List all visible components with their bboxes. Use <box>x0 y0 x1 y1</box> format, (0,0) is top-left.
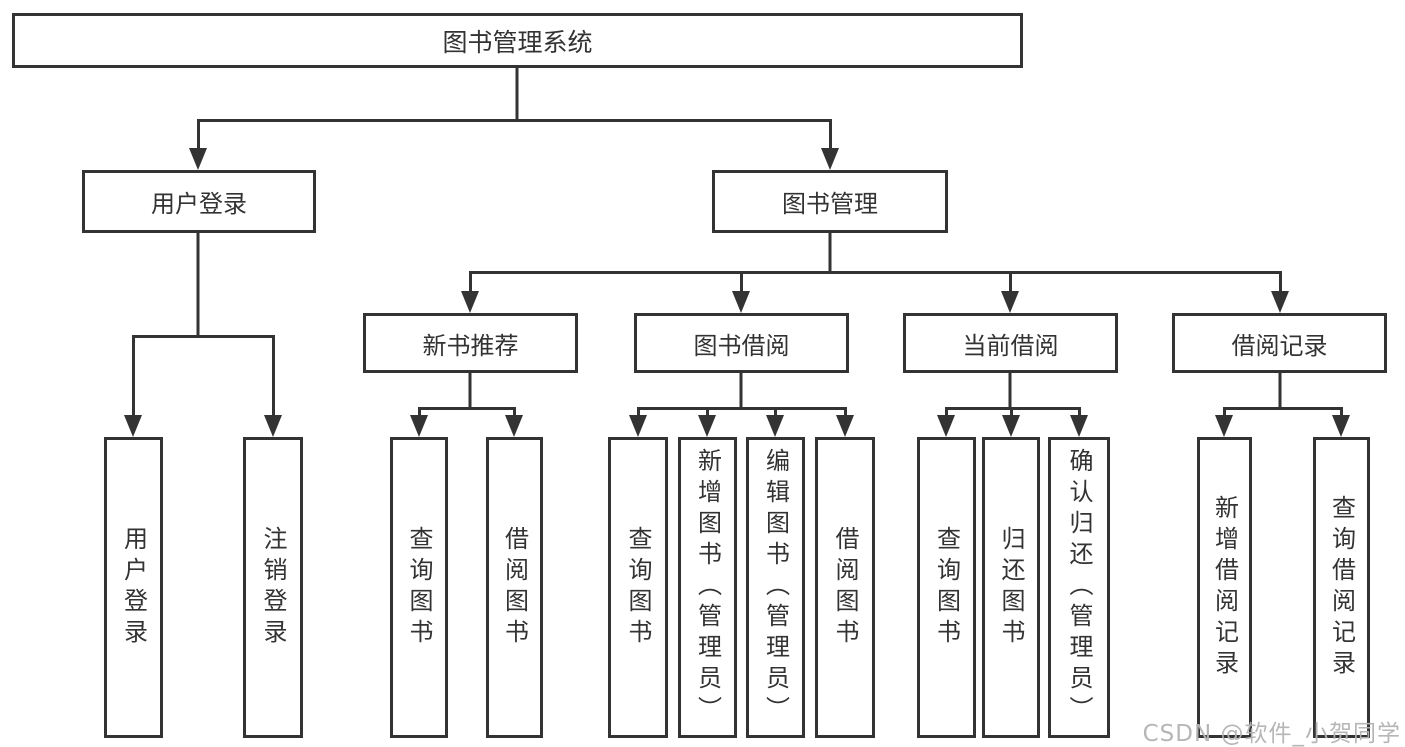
down-arrow-icon <box>732 271 750 313</box>
leaf-cb-confirm-return-admin: 确认归还（管理员） <box>1048 437 1110 738</box>
connector-vline-current-borrow <box>1008 373 1012 407</box>
down-arrow-icon <box>629 407 647 437</box>
connector-hline-borrow-records <box>1223 407 1343 410</box>
down-arrow-icon <box>1215 407 1233 437</box>
down-arrow-icon <box>461 271 479 313</box>
down-arrow-icon <box>1332 407 1350 437</box>
leaf-bb-query-books: 查询图书 <box>608 437 668 738</box>
down-arrow-icon <box>937 407 955 437</box>
connector-hline-level1 <box>197 119 832 122</box>
node-current-borrow: 当前借阅 <box>903 313 1118 373</box>
leaf-bb-borrow-books: 借阅图书 <box>815 437 875 738</box>
node-user-login: 用户登录 <box>82 170 316 233</box>
connector-vline-book-borrow <box>739 373 743 407</box>
down-arrow-icon <box>1070 407 1088 437</box>
leaf-bb-add-books-admin: 新增图书（管理员） <box>678 437 737 738</box>
connector-hline-new-book-recommend <box>418 407 516 410</box>
node-book-borrow: 图书借阅 <box>634 313 849 373</box>
connector-vline-user-login <box>196 233 200 335</box>
connector-vline-book-management <box>828 233 832 271</box>
connector-hline-current-borrow <box>945 407 1081 410</box>
leaf-logout: 注销登录 <box>243 437 303 738</box>
down-arrow-icon <box>124 335 142 437</box>
down-arrow-icon <box>836 407 854 437</box>
connector-hline-book-borrow <box>637 407 847 410</box>
node-library-system: 图书管理系统 <box>12 13 1023 68</box>
leaf-nb-query-books: 查询图书 <box>390 437 448 738</box>
node-new-book-recommend: 新书推荐 <box>363 313 578 373</box>
down-arrow-icon <box>1001 271 1019 313</box>
down-arrow-icon <box>698 407 716 437</box>
connector-vline-root <box>515 68 519 119</box>
down-arrow-icon <box>189 119 207 170</box>
down-arrow-icon <box>1002 407 1020 437</box>
node-book-management: 图书管理 <box>712 170 948 233</box>
connector-hline-user-login <box>132 335 275 338</box>
down-arrow-icon <box>1271 271 1289 313</box>
down-arrow-icon <box>766 407 784 437</box>
connector-vline-new-book-recommend <box>468 373 472 407</box>
watermark: CSDN @软件_小贺同学 <box>1142 721 1401 747</box>
node-borrow-records: 借阅记录 <box>1172 313 1387 373</box>
connector-hline-level2 <box>469 271 1282 274</box>
down-arrow-icon <box>410 407 428 437</box>
connector-vline-borrow-records <box>1278 373 1282 407</box>
leaf-bb-edit-books-admin: 编辑图书（管理员） <box>746 437 805 738</box>
leaf-cb-return-books: 归还图书 <box>982 437 1040 738</box>
leaf-br-add-record: 新增借阅记录 <box>1197 437 1252 738</box>
leaf-cb-query-books: 查询图书 <box>917 437 976 738</box>
leaf-br-query-record: 查询借阅记录 <box>1313 437 1370 738</box>
down-arrow-icon <box>821 119 839 170</box>
down-arrow-icon <box>505 407 523 437</box>
down-arrow-icon <box>264 335 282 437</box>
leaf-user-login: 用户登录 <box>104 437 163 738</box>
leaf-nb-borrow-books: 借阅图书 <box>486 437 543 738</box>
